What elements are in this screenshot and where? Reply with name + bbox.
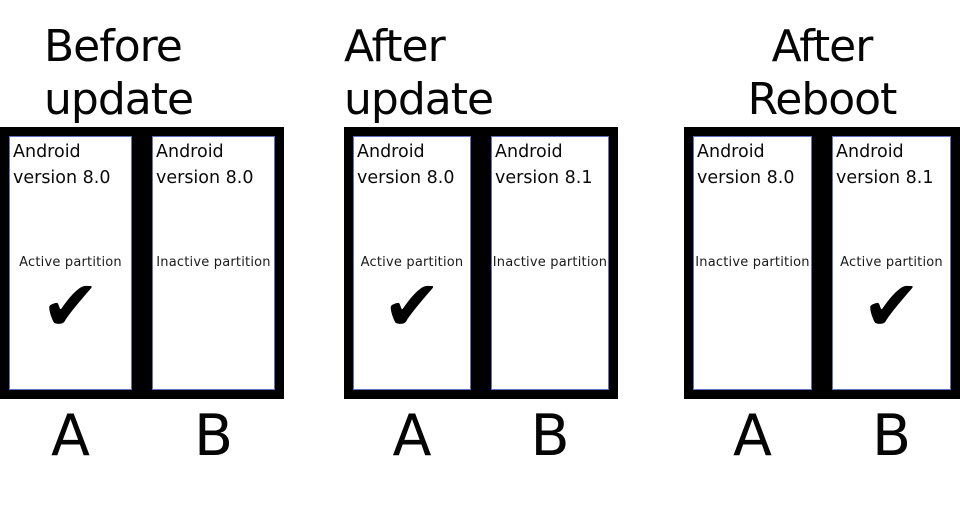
panel-after-reboot: After Reboot Android version 8.0 Inactiv… bbox=[684, 0, 960, 512]
partition-a-box: Android version 8.0 Active partition ✔ bbox=[353, 136, 471, 390]
partition-status-text: Active partition bbox=[19, 255, 122, 270]
panel-title: After Reboot bbox=[747, 21, 898, 125]
panel-after-update: After update Android version 8.0 Active … bbox=[344, 0, 618, 512]
panel-before-update: Before update Android version 8.0 Active… bbox=[0, 0, 284, 512]
os-version-text: Android version 8.0 bbox=[13, 142, 111, 188]
partition-b-label: B bbox=[871, 403, 912, 469]
partition-status-text: Inactive partition bbox=[695, 255, 810, 270]
os-version-text: Android version 8.0 bbox=[697, 142, 795, 188]
partition-a-box: Android version 8.0 Inactive partition bbox=[693, 136, 812, 390]
partition-labels: A B bbox=[0, 399, 284, 473]
partition-frame: Android version 8.0 Active partition ✔ A… bbox=[0, 127, 284, 399]
partition-b-label: B bbox=[193, 403, 234, 469]
partition-a-box: Android version 8.0 Active partition ✔ bbox=[9, 136, 132, 390]
partition-frame: Android version 8.0 Inactive partition A… bbox=[684, 127, 960, 399]
partition-status-text: Inactive partition bbox=[156, 255, 271, 270]
partition-b-box: Android version 8.1 Inactive partition bbox=[491, 136, 609, 390]
partition-labels: A B bbox=[684, 399, 960, 473]
partition-status-text: Active partition bbox=[360, 255, 464, 270]
partition-a-label: A bbox=[392, 403, 432, 469]
partition-status-text: Inactive partition bbox=[492, 255, 608, 270]
os-version-text: Android version 8.0 bbox=[156, 142, 254, 188]
os-version-text: Android version 8.1 bbox=[495, 142, 593, 188]
panel-title: Before update bbox=[44, 21, 194, 125]
active-check-icon: ✔ bbox=[41, 265, 100, 347]
partition-b-label: B bbox=[530, 403, 570, 469]
partition-a-label: A bbox=[51, 403, 90, 469]
partition-frame: Android version 8.0 Active partition ✔ A… bbox=[344, 127, 618, 399]
panel-title: After update bbox=[344, 21, 494, 125]
active-check-icon: ✔ bbox=[862, 265, 921, 347]
os-version-text: Android version 8.1 bbox=[836, 142, 934, 188]
partition-status-text: Active partition bbox=[840, 255, 943, 270]
partition-b-box: Android version 8.1 Active partition ✔ bbox=[832, 136, 951, 390]
active-check-icon: ✔ bbox=[382, 265, 442, 347]
os-version-text: Android version 8.0 bbox=[357, 142, 455, 188]
partition-b-box: Android version 8.0 Inactive partition bbox=[152, 136, 275, 390]
partition-labels: A B bbox=[344, 399, 618, 473]
partition-a-label: A bbox=[733, 403, 772, 469]
